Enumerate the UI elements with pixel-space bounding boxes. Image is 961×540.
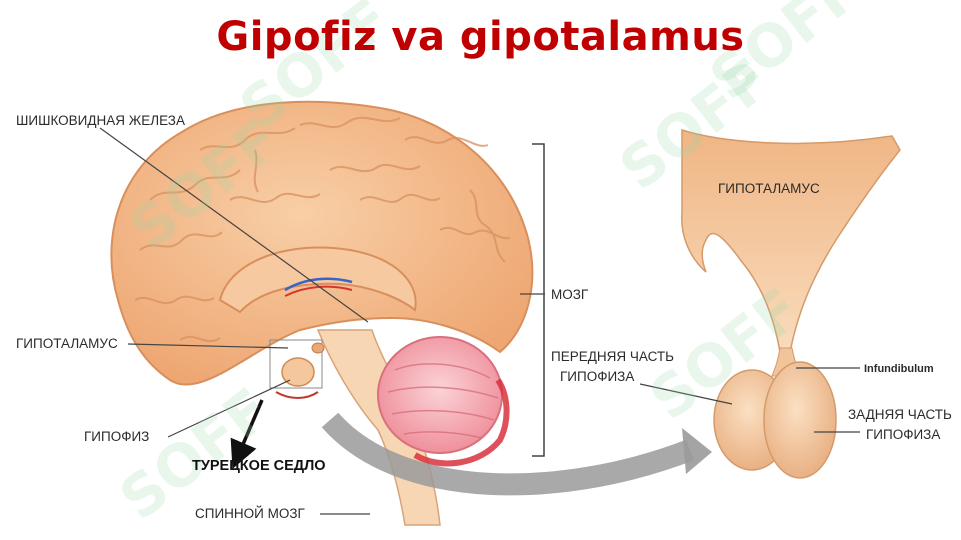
label-anterior-2: ГИПОФИЗА — [560, 369, 635, 384]
leader-lines-left — [99, 127, 545, 515]
gyri-lines — [134, 116, 511, 343]
label-hypothalamus-left: ГИПОТАЛАМУС — [16, 336, 118, 351]
brain-bracket — [532, 143, 545, 457]
label-spinal-cord: СПИННОЙ МОЗГ — [195, 506, 305, 521]
label-hypothalamus-right: ГИПОТАЛАМУС — [718, 181, 820, 196]
pituitary-enlargement — [681, 128, 901, 479]
label-anterior-1: ПЕРЕДНЯЯ ЧАСТЬ — [551, 349, 674, 364]
leader-lines-right — [639, 367, 860, 433]
label-posterior-1: ЗАДНЯЯ ЧАСТЬ — [848, 407, 952, 422]
label-brain: МОЗГ — [551, 287, 589, 302]
brain-illustration — [110, 100, 534, 526]
hypothalamus-enlarged — [681, 128, 901, 353]
posterior-lobe — [763, 361, 837, 479]
label-sella-turcica: ТУРЕЦКОЕ СЕДЛО — [192, 458, 326, 474]
transition-arrow — [321, 412, 694, 496]
page-title: Gipofiz va gipotalamus — [216, 14, 745, 60]
hypothalamus-box — [269, 339, 323, 389]
label-pituitary: ГИПОФИЗ — [84, 429, 150, 444]
cerebrum — [110, 100, 534, 386]
sella-arrow — [230, 399, 264, 469]
label-pineal-gland: ШИШКОВИДНАЯ ЖЕЛЕЗА — [16, 113, 185, 128]
label-infundibulum: Infundibulum — [864, 363, 934, 375]
cerebellum — [377, 336, 503, 454]
pituitary-small — [281, 357, 315, 387]
label-posterior-2: ГИПОФИЗА — [866, 427, 941, 442]
